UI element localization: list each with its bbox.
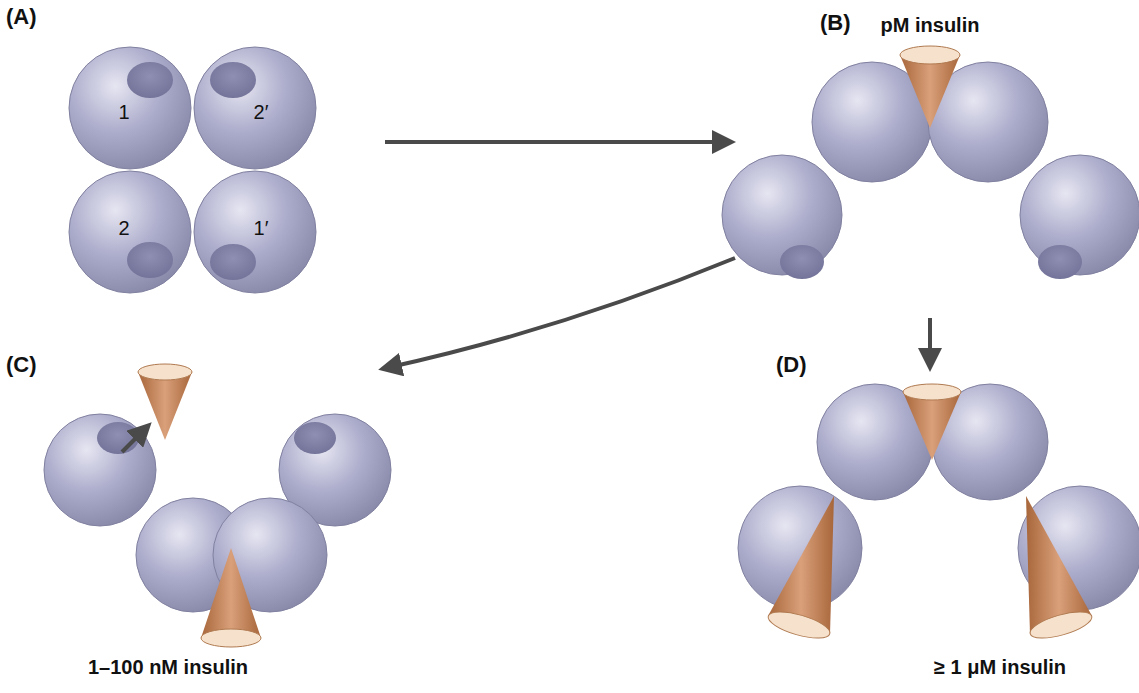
step-arrow bbox=[928, 318, 932, 364]
receptor-subunit: 1′ bbox=[193, 170, 317, 294]
panel-letter: (A) bbox=[6, 4, 37, 30]
subunit-number: 2 bbox=[118, 217, 129, 240]
insulin-cone bbox=[900, 46, 960, 128]
insulin-cone bbox=[138, 364, 261, 647]
receptor-subunit: 1 bbox=[68, 46, 192, 170]
concentration-label: pM insulin bbox=[881, 14, 980, 37]
receptor-subunit: 2 bbox=[68, 170, 192, 294]
release-arrow bbox=[122, 428, 146, 452]
concentration-label: 1–100 nM insulin bbox=[88, 656, 248, 679]
panel-letter: (D) bbox=[776, 352, 807, 378]
step-arrow bbox=[385, 140, 728, 144]
subunit-number: 2′ bbox=[254, 101, 269, 124]
panel-letter: (B) bbox=[820, 10, 851, 36]
subunit-number: 1 bbox=[118, 101, 129, 124]
receptor-c bbox=[44, 414, 391, 612]
sphere-outline bbox=[68, 46, 192, 170]
concentration-label: ≥ 1 μM insulin bbox=[934, 656, 1066, 679]
sphere-outline bbox=[68, 170, 192, 294]
subunit-number: 1′ bbox=[254, 217, 269, 240]
panel-letter: (C) bbox=[6, 352, 37, 378]
step-arrow bbox=[386, 258, 735, 368]
receptor-subunit: 2′ bbox=[193, 46, 317, 170]
insulin-cone bbox=[765, 384, 1094, 643]
